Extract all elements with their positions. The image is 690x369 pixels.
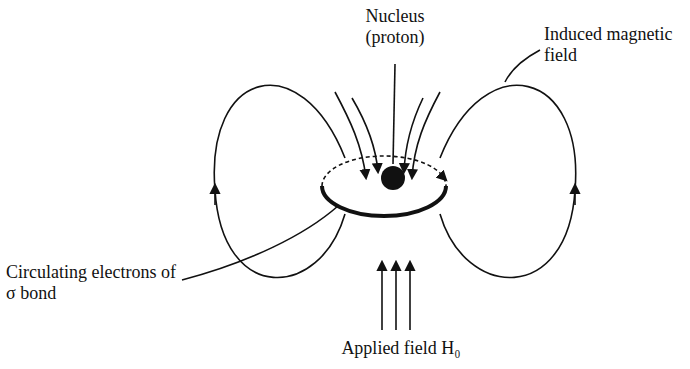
induced-field-loop: [214, 85, 345, 277]
induced-field-line: [404, 98, 423, 172]
loop-arrow: [574, 185, 576, 205]
nucleus-label: Nucleus (proton): [352, 6, 438, 48]
applied-field-arrow: [395, 262, 397, 330]
induced-field-line: [352, 98, 378, 172]
induced-field-loop: [440, 85, 576, 277]
applied-field-label: Applied field H₀: [326, 338, 476, 359]
applied-field-arrow: [381, 262, 383, 330]
induced-field-line: [412, 92, 440, 178]
electrons-label: Circulating electrons of σ bond: [6, 262, 181, 304]
electron-orbit-front: [322, 186, 446, 216]
leader-line: [505, 50, 540, 82]
orbit-arrow: [440, 174, 446, 180]
applied-field-arrow: [409, 262, 411, 330]
nucleus-dot: [381, 166, 405, 190]
induced-field-label: Induced magnetic field: [544, 24, 686, 66]
loop-arrow: [214, 185, 216, 205]
leader-line: [393, 64, 395, 164]
leader-line: [182, 206, 338, 280]
